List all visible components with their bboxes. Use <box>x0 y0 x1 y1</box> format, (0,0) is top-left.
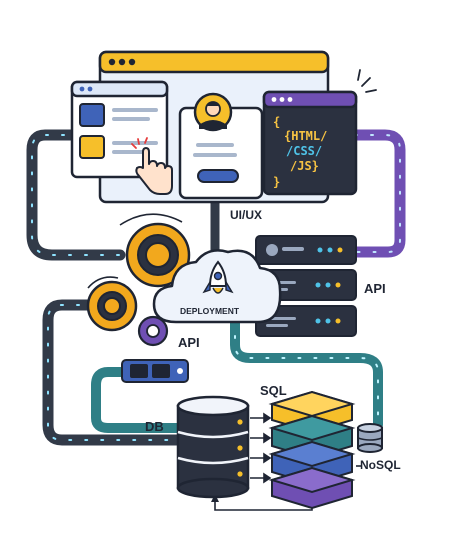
data-layer-stack <box>268 390 356 510</box>
label-api-left: API <box>178 335 200 350</box>
rotation-arrow-bottom <box>87 276 119 289</box>
profile-card <box>178 92 264 200</box>
code-close-brace: } <box>273 175 280 189</box>
gear-icon <box>86 222 191 347</box>
user-avatar-icon <box>193 92 233 132</box>
layer-purple <box>268 466 356 510</box>
rotation-arrow-top <box>119 213 183 226</box>
code-css: /CSS/ <box>286 144 322 158</box>
api-connector <box>121 359 189 383</box>
code-html: {HTML/ <box>284 129 327 143</box>
pipe-left-top <box>26 129 126 261</box>
pipe-right-top <box>349 129 406 258</box>
database-icon <box>176 395 250 499</box>
pointing-hand-icon <box>131 137 173 195</box>
label-nosql: NoSQL <box>360 458 401 472</box>
nosql-cylinder <box>357 423 383 453</box>
label-db: DB <box>145 419 164 434</box>
sparkle-lines <box>357 69 377 93</box>
code-open-brace: { <box>273 115 280 129</box>
code-window: { {HTML/ /CSS/ /JS} } <box>262 90 358 196</box>
label-uiux: UI/UX <box>230 208 262 222</box>
label-api-right: API <box>364 281 386 296</box>
pipe-left-bottom <box>42 299 184 446</box>
label-sql: SQL <box>260 383 287 398</box>
pipe-right-top-glow <box>354 134 401 253</box>
code-js: /JS} <box>290 159 319 173</box>
db-arrows <box>250 412 272 484</box>
label-deployment: DEPLOYMENT <box>180 306 240 316</box>
rocket-icon <box>202 260 234 294</box>
pipe-teal-right-glow <box>234 319 379 426</box>
pipe-teal-left <box>91 367 183 433</box>
deployment-cloud: DEPLOYMENT <box>152 249 282 324</box>
